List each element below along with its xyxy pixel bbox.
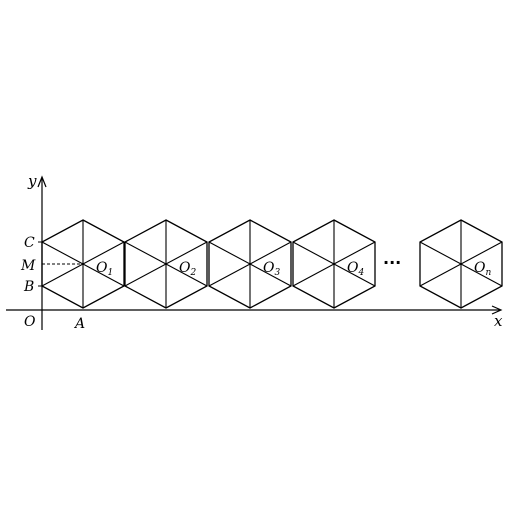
point-m-label: M [20,258,36,274]
center-label-4: O4 [347,260,364,278]
x-axis-label: x [494,312,503,330]
ellipsis-dots: ··· [383,253,401,272]
hexagon-4 [292,219,376,309]
hexagon-3 [208,219,292,309]
hexagon-diagonal [124,241,208,287]
hexagon-diagonal [208,241,292,287]
center-label-5: On [474,260,491,278]
center-label-3: O3 [263,260,280,278]
hexagon-center-labels: O1 O2 O3 O4 On [96,260,491,278]
hexagon-diagonal [419,241,503,287]
center-label-subscript: 2 [189,268,196,278]
center-label-subscript: 1 [107,268,113,278]
hexagon-diagonal [292,241,376,287]
center-label-1: O1 [96,260,113,278]
center-label-subscript: 3 [274,268,280,278]
y-axis-label: y [27,172,37,190]
x-axis-arrow [491,305,503,315]
point-c-label: C [24,235,35,251]
hexagon-5 [419,219,503,309]
origin-label: O [24,314,36,330]
y-axis-arrow [37,175,47,188]
center-label-subscript: 4 [357,268,364,278]
center-label-2: O2 [179,260,196,278]
hexagons [41,219,503,309]
hexagon-diagonal [41,241,125,287]
point-a-label: A [73,316,85,332]
point-b-label: B [23,279,34,295]
center-label-subscript: n [485,268,491,278]
hexagon-1 [41,219,125,309]
hexagon-2 [124,219,208,309]
